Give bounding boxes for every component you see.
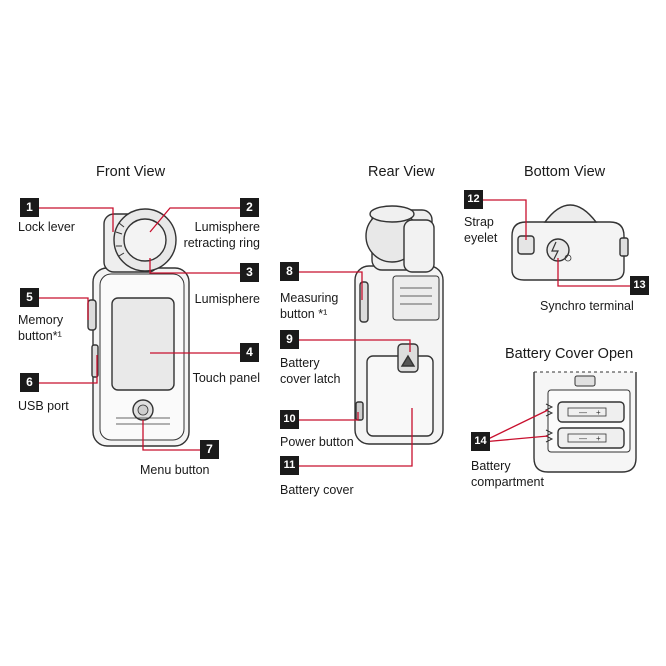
callout-label-memory-button: Memory button*¹ [18, 313, 64, 343]
leader-lines [38, 199, 630, 467]
leader-11 [298, 408, 413, 467]
callout-badge-9: 9 [280, 330, 299, 349]
front-view-device [87, 208, 190, 447]
callout-badge-13: 13 [630, 276, 649, 295]
callout-label-battery-cover: Battery cover [280, 483, 354, 497]
callout-label-lock-lever: Lock lever [18, 220, 75, 234]
svg-text:+: + [596, 434, 601, 443]
callout-badge-1: 1 [20, 198, 39, 217]
svg-text:—: — [579, 408, 587, 417]
callout-label-battery-cover-latch: Battery cover latch [280, 356, 341, 386]
callout-badge-3: 3 [240, 263, 259, 282]
callout-badge-11: 11 [280, 456, 299, 475]
callout-badge-4: 4 [240, 343, 259, 362]
callout-label-lumisphere-retracting-ring: Lumisphere retracting ring [183, 220, 260, 250]
battery-compartment-device: — + — + [533, 371, 637, 473]
leader-7 [142, 420, 200, 451]
callout-label-lumisphere: Lumisphere [194, 292, 260, 306]
callout-badge-7: 7 [200, 440, 219, 459]
leader-12 [482, 199, 527, 240]
svg-text:—: — [579, 434, 587, 443]
callout-badge-2: 2 [240, 198, 259, 217]
svg-text:+: + [596, 408, 601, 417]
callout-label-usb-port: USB port [18, 399, 69, 413]
callout-badge-5: 5 [20, 288, 39, 307]
leader-2 [149, 207, 240, 233]
leader-6 [38, 355, 98, 384]
callout-badge-12: 12 [464, 190, 483, 209]
leader-5 [38, 297, 89, 320]
front-view-title: Front View [96, 164, 166, 180]
callout-label-battery-compartment: Battery compartment [471, 459, 544, 489]
callout-label-measuring-button: Measuring button *¹ [280, 291, 339, 321]
leader-14b [481, 435, 549, 443]
rear-view-title: Rear View [368, 164, 435, 180]
battery-cover-open-title: Battery Cover Open [505, 346, 634, 362]
leader-3 [149, 258, 240, 274]
rear-view-device [354, 205, 444, 445]
leader-8 [298, 271, 363, 300]
bottom-view-title: Bottom View [524, 164, 606, 180]
callout-badge-8: 8 [280, 262, 299, 281]
callout-label-strap-eyelet: Strap eyelet [464, 215, 498, 245]
callout-label-menu-button: Menu button [140, 463, 210, 477]
callout-badge-14: 14 [471, 432, 490, 451]
leader-13 [557, 258, 630, 287]
callout-badge-6: 6 [20, 373, 39, 392]
leader-9 [298, 339, 411, 352]
bottom-view-device [511, 204, 629, 281]
callout-badge-10: 10 [280, 410, 299, 429]
callout-label-synchro-terminal: Synchro terminal [540, 299, 634, 313]
leader-14a [481, 409, 549, 443]
callout-label-power-button: Power button [280, 435, 354, 449]
leader-10 [298, 412, 359, 421]
leader-1 [38, 207, 114, 232]
callout-label-touch-panel: Touch panel [192, 371, 260, 385]
